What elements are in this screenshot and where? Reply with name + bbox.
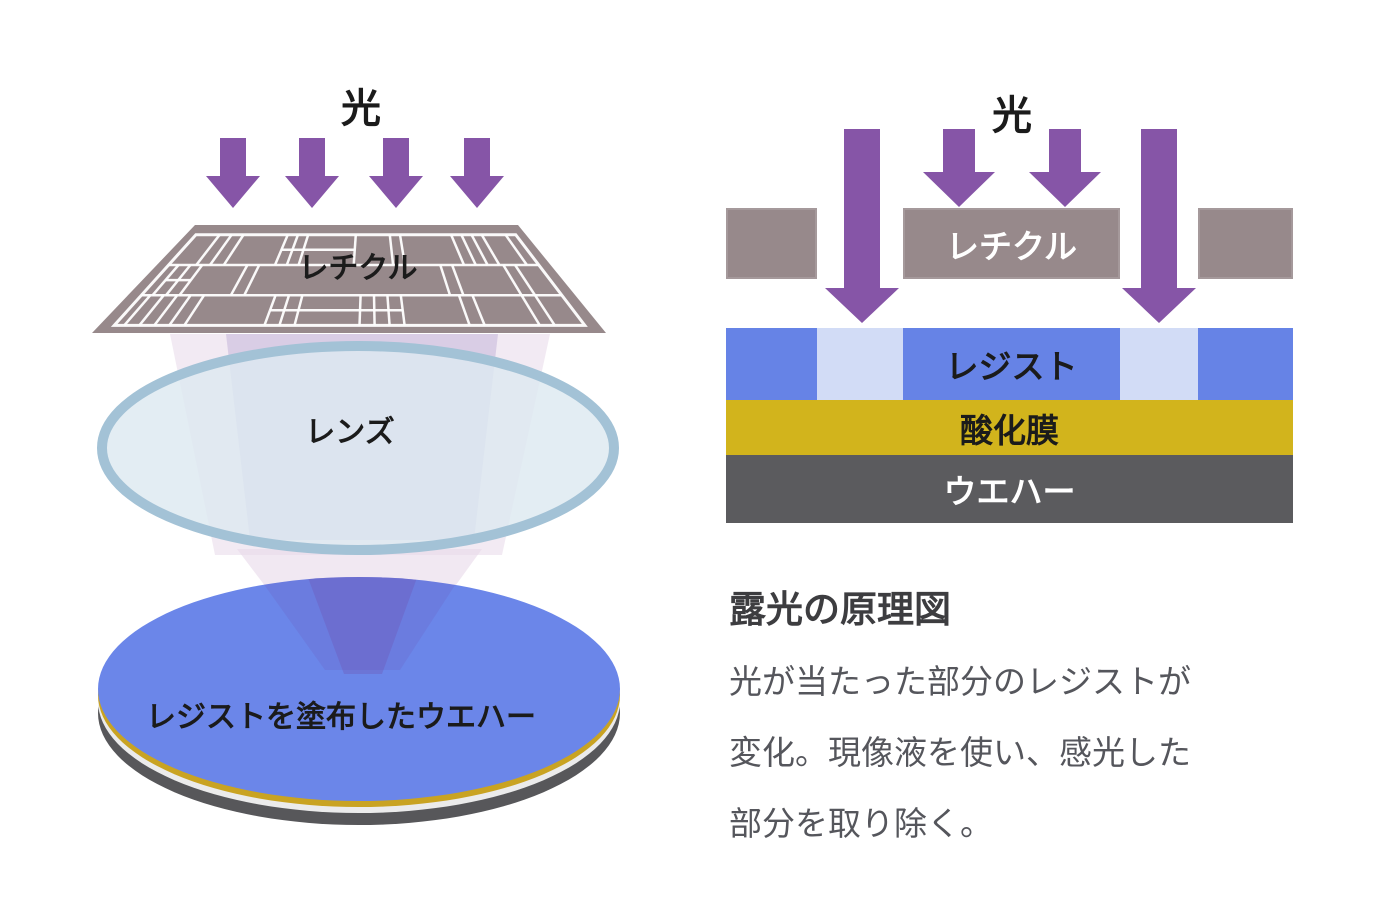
reticle-pattern-line — [533, 294, 556, 327]
light-arrow-icon — [450, 138, 504, 208]
reticle-pattern-line — [502, 264, 523, 296]
light-arrows — [825, 129, 1196, 323]
reticle-row: レチクル — [726, 208, 1293, 279]
reticle-pattern-line — [358, 295, 362, 326]
reticle-pattern-line — [514, 264, 537, 296]
reticle-pattern-line — [449, 234, 466, 266]
reticle-pattern-line — [399, 295, 406, 326]
light-arrow-short-icon — [923, 129, 995, 207]
oxide-label: 酸化膜 — [960, 411, 1059, 449]
reticle-inner-border — [110, 233, 588, 327]
reticle-pattern-line — [263, 294, 277, 326]
resist-unexposed: レジスト — [903, 328, 1120, 400]
light-arrow-long-icon — [825, 129, 899, 323]
resist-exposed — [1120, 328, 1198, 400]
reticle-pattern-line — [398, 234, 407, 266]
light-arrow-icon — [285, 138, 339, 208]
reticle-pattern-line — [138, 294, 165, 327]
light-arrow-icon — [369, 138, 423, 208]
reticle-pattern-line — [195, 233, 221, 266]
reticle-pattern-line — [208, 233, 233, 266]
reticle-pattern-line — [153, 294, 179, 327]
reticle-pattern-line — [439, 264, 452, 296]
reticle-pattern-line — [386, 295, 391, 326]
lens — [97, 341, 619, 555]
reticle-label: レチクル — [945, 227, 1077, 265]
caption-body: 光が当たった部分のレジストが 変化。現像液を使い、感光した 部分を取り除く。 — [729, 646, 1191, 859]
caption-line: 変化。現像液を使い、感光した — [729, 734, 1191, 771]
reticle-block-right — [1198, 208, 1293, 279]
lens-label: レンズ — [305, 415, 394, 449]
reticle-pattern-line — [480, 234, 501, 266]
reticle-pattern-line — [178, 264, 204, 296]
caption-title: 露光の原理図 — [729, 589, 951, 630]
reticle-pattern-line — [460, 234, 477, 266]
light-arrow-icon — [206, 138, 260, 208]
reticle-pattern-line — [222, 234, 245, 266]
reticle-pattern-line — [278, 294, 291, 326]
light-label: 光 — [992, 94, 1032, 138]
reticle-pattern-line — [388, 234, 395, 266]
oxide-layer: 酸化膜 — [726, 400, 1293, 455]
reticle-pattern-line — [273, 234, 289, 266]
reticle-pattern-line — [297, 234, 310, 266]
reticle-pattern-line — [470, 234, 489, 266]
wafer-beam-soft — [248, 577, 470, 670]
reticle-pattern-line — [123, 294, 152, 327]
reticle-pattern-line — [183, 294, 206, 327]
resist-layer: レジスト — [726, 328, 1293, 400]
wafer-beam-spot — [248, 577, 470, 674]
reticle-pattern-line — [457, 294, 471, 326]
reticle-pattern-line — [450, 264, 465, 296]
reticle-pattern-line — [504, 233, 528, 266]
reticle-pattern-line — [285, 234, 300, 266]
wafer-beam-core — [307, 577, 418, 674]
reticle-pattern-line — [520, 294, 541, 327]
wafer-disk-resist — [98, 577, 620, 801]
wafer-label: ウエハー — [943, 473, 1076, 510]
reticle-pattern-line — [229, 264, 249, 296]
reticle-pattern-line — [471, 294, 486, 326]
resist-unexposed — [726, 328, 817, 400]
reticle-pattern-line — [151, 264, 180, 297]
reticle-pattern-line — [243, 264, 261, 296]
reticle-pattern-line — [372, 295, 376, 326]
exposure-3d-diagram: レチクル レンズ レジストを塗布したウエハー 光 — [92, 87, 620, 825]
reticle-block-center: レチクル — [903, 208, 1120, 279]
caption-line: 光が当たった部分のレジストが — [729, 663, 1191, 700]
reticle-pattern-line — [165, 264, 192, 296]
light-arrow-short-icon — [1029, 129, 1101, 207]
reticle-circuit-pattern — [110, 233, 588, 327]
light-label: 光 — [341, 87, 381, 131]
light-arrow-long-icon — [1122, 129, 1196, 323]
resist-unexposed — [1198, 328, 1293, 400]
reticle-label: レチクル — [298, 252, 417, 285]
reticle-block-left — [726, 208, 817, 279]
reticle-pattern-line — [293, 294, 304, 326]
reticle-pattern-line — [352, 234, 358, 266]
reticle-pattern-line — [168, 294, 192, 327]
resist-label: レジスト — [945, 348, 1078, 385]
resist-exposed — [817, 328, 903, 400]
caption-line: 部分を取り除く。 — [729, 805, 993, 842]
light-arrows — [206, 138, 504, 208]
wafer-layer: ウエハー — [726, 455, 1293, 523]
wafer-label: レジストを塗布したウエハー — [146, 700, 536, 734]
